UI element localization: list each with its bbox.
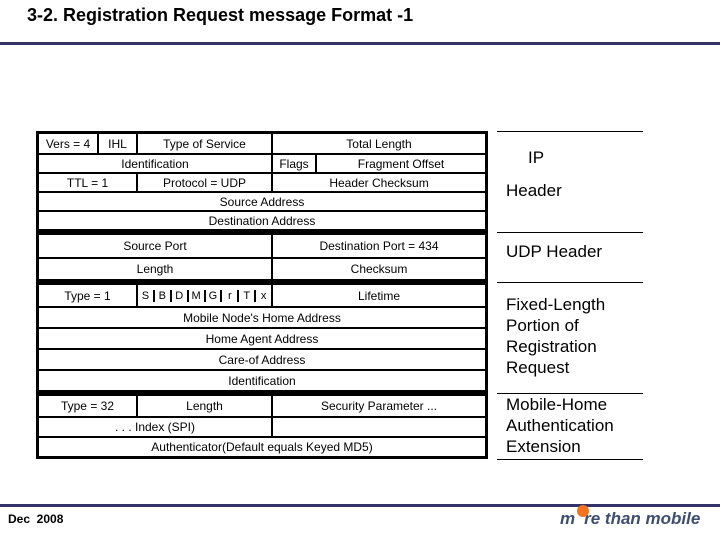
field-cell: Home Agent Address xyxy=(205,331,319,346)
flag-bit-M: M xyxy=(189,289,206,302)
diagram-row: Identification xyxy=(39,369,485,390)
side-label-line: Extension xyxy=(506,437,581,456)
flag-bit-B: B xyxy=(155,289,172,302)
side-separator-line xyxy=(497,393,643,394)
field-cell: IHL xyxy=(99,134,138,153)
logo-text-prefix: m xyxy=(560,509,576,528)
footer-divider-line xyxy=(0,504,720,507)
field-cell: TTL = 1 xyxy=(39,174,138,191)
side-separator-line xyxy=(497,459,643,460)
side-label-line: Header xyxy=(506,181,562,200)
diagram-row: Destination Address xyxy=(39,210,485,229)
side-label-ip-header: IP Header xyxy=(506,141,646,207)
side-label-line: Authentication xyxy=(506,416,614,435)
side-label-line: Mobile-Home xyxy=(506,395,608,414)
field-cell: Destination Port = 434 xyxy=(319,239,439,253)
flag-bit-T: T xyxy=(239,289,257,302)
field-cell: Lifetime xyxy=(357,288,401,303)
field-cell: Total Length xyxy=(346,136,412,151)
diagram-row: Home Agent Address xyxy=(39,327,485,348)
diagram-row: Length Checksum xyxy=(39,257,485,279)
field-cell: Security Parameter ... xyxy=(320,399,438,413)
field-cell: Source Port xyxy=(39,235,273,257)
field-cell: Length xyxy=(138,396,273,416)
more-than-mobile-logo: m re than mobile xyxy=(560,505,701,529)
diagram-row: Authenticator(Default equals Keyed MD5) xyxy=(39,436,485,456)
field-cell: Type = 32 xyxy=(39,396,138,416)
side-label-line: UDP Header xyxy=(506,242,603,261)
field-cell: Authenticator(Default equals Keyed MD5) xyxy=(151,440,373,454)
field-cell: Protocol = UDP xyxy=(138,174,273,191)
flag-bit-r: r xyxy=(222,289,240,302)
footer-date: Dec 2008 xyxy=(8,512,64,526)
diagram-row: Source Port Destination Port = 434 xyxy=(39,235,485,257)
header-divider-line xyxy=(0,42,720,45)
flag-bit-x: x xyxy=(260,289,267,302)
logo-text-suffix: re than mobile xyxy=(584,509,701,528)
side-label-line: Portion of xyxy=(506,316,579,335)
field-cell: Checksum xyxy=(350,262,408,276)
field-cell: Identification xyxy=(228,373,296,388)
side-label-line: Registration xyxy=(506,337,597,356)
side-label-udp-header: UDP Header xyxy=(506,241,646,262)
field-cell: Destination Address xyxy=(208,213,316,228)
field-cell: Header Checksum xyxy=(329,175,429,190)
diagram-row: Source Address xyxy=(39,191,485,210)
side-separator-line xyxy=(497,131,643,132)
field-cell: Identification xyxy=(39,155,273,172)
diagram-row: . . . Index (SPI) xyxy=(39,416,485,436)
flag-bit-G: G xyxy=(206,289,223,302)
field-cell: Vers = 4 xyxy=(39,134,99,153)
field-cell: Fragment Offset xyxy=(357,156,445,171)
side-separator-line xyxy=(497,232,643,233)
field-cell: Care-of Address xyxy=(218,352,306,367)
diagram-row: Mobile Node's Home Address xyxy=(39,306,485,327)
field-cell: Type = 1 xyxy=(39,285,138,306)
field-cell: Mobile Node's Home Address xyxy=(183,310,341,325)
page-title: 3-2. Registration Request message Format… xyxy=(27,5,414,25)
field-cell: Length xyxy=(39,259,273,279)
side-separator-line xyxy=(497,282,643,283)
empty-cell xyxy=(273,418,485,436)
field-cell: Flags xyxy=(273,155,317,172)
diagram-row: Care-of Address xyxy=(39,348,485,369)
flag-bit-S: S xyxy=(138,289,155,302)
logo-orange-dot-icon xyxy=(577,505,589,517)
field-cell: . . . Index (SPI) xyxy=(39,418,273,436)
field-cell: Type of Service xyxy=(138,134,273,153)
field-cell: Source Address xyxy=(219,194,305,209)
side-label-line: Request xyxy=(506,358,570,377)
side-label-line: IP xyxy=(528,148,545,167)
flag-bit-D: D xyxy=(172,289,189,302)
side-label-line: Fixed-Length xyxy=(506,295,606,314)
